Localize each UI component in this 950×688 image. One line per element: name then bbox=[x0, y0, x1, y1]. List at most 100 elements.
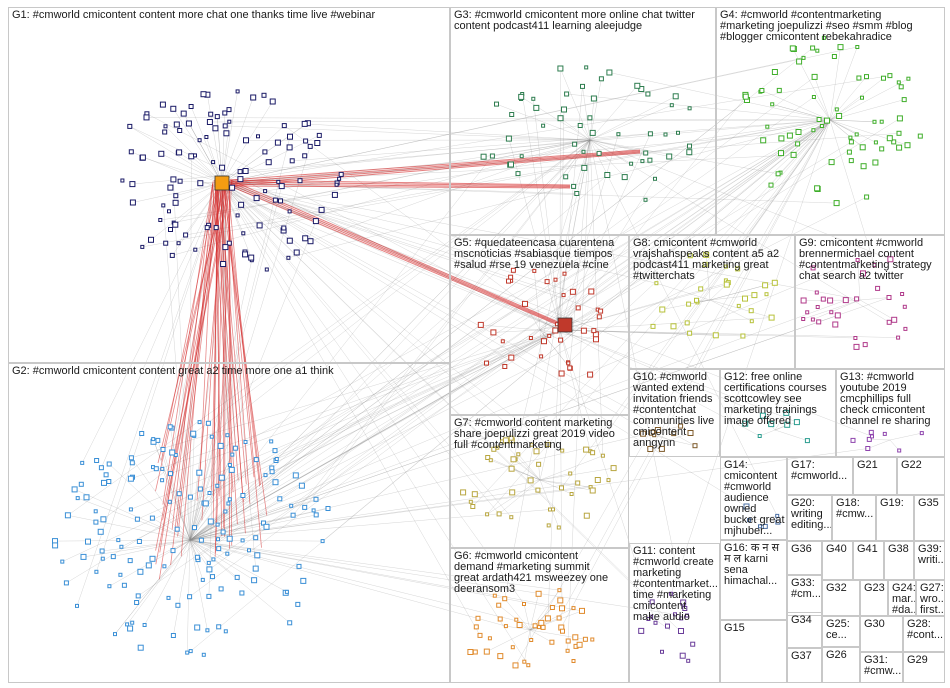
network-node bbox=[611, 466, 616, 471]
network-node bbox=[534, 105, 539, 110]
network-node bbox=[243, 169, 248, 174]
network-node bbox=[84, 495, 89, 500]
network-node bbox=[725, 265, 728, 268]
network-node bbox=[130, 182, 135, 187]
network-node bbox=[228, 120, 231, 123]
network-node bbox=[882, 76, 886, 80]
network-node bbox=[236, 90, 239, 93]
network-node bbox=[861, 271, 866, 276]
network-node bbox=[461, 490, 466, 495]
network-node bbox=[835, 108, 838, 111]
network-node bbox=[688, 254, 692, 258]
network-node bbox=[227, 502, 230, 505]
network-node bbox=[243, 252, 248, 257]
network-node bbox=[288, 621, 292, 625]
network-node bbox=[227, 108, 231, 112]
network-node bbox=[231, 453, 234, 456]
network-node bbox=[264, 190, 267, 193]
network-node bbox=[748, 519, 751, 522]
network-node bbox=[617, 133, 620, 136]
network-node bbox=[108, 585, 111, 588]
network-node bbox=[863, 343, 867, 347]
network-node bbox=[830, 311, 833, 314]
network-node bbox=[677, 131, 680, 134]
network-node bbox=[855, 133, 858, 136]
network-node bbox=[221, 530, 225, 534]
network-node bbox=[686, 614, 689, 617]
network-node bbox=[776, 514, 779, 517]
network-node bbox=[630, 162, 633, 165]
network-node bbox=[812, 129, 815, 132]
network-node bbox=[550, 640, 554, 644]
network-node bbox=[228, 498, 231, 501]
network-node bbox=[849, 159, 853, 163]
edge bbox=[190, 298, 889, 541]
network-node bbox=[510, 490, 515, 495]
edge bbox=[671, 120, 830, 594]
edge bbox=[858, 260, 860, 300]
network-node bbox=[816, 49, 819, 52]
network-node bbox=[224, 131, 229, 136]
network-node bbox=[297, 564, 301, 568]
network-node bbox=[273, 449, 277, 453]
edge bbox=[890, 433, 922, 440]
network-node bbox=[766, 125, 769, 128]
network-node bbox=[239, 202, 244, 207]
network-node bbox=[114, 633, 117, 636]
network-node bbox=[86, 539, 91, 544]
network-node bbox=[558, 589, 561, 592]
network-node bbox=[817, 320, 821, 324]
edge bbox=[590, 96, 676, 140]
edge bbox=[869, 439, 890, 440]
edge bbox=[560, 330, 787, 425]
network-node bbox=[533, 624, 537, 628]
network-node bbox=[314, 513, 318, 517]
network-node bbox=[901, 293, 904, 296]
network-node bbox=[130, 461, 134, 465]
network-node bbox=[772, 280, 777, 285]
network-node bbox=[104, 473, 108, 477]
network-node bbox=[635, 83, 640, 88]
network-node bbox=[299, 483, 304, 488]
edge bbox=[710, 300, 752, 321]
network-node bbox=[743, 296, 748, 301]
edge bbox=[246, 120, 830, 171]
network-node bbox=[188, 495, 192, 499]
edge bbox=[497, 104, 591, 140]
network-node bbox=[805, 439, 809, 443]
network-node bbox=[590, 130, 595, 135]
network-node bbox=[262, 93, 266, 97]
network-node bbox=[303, 505, 307, 509]
network-node bbox=[149, 237, 154, 242]
network-node bbox=[150, 516, 154, 520]
network-node bbox=[287, 145, 292, 150]
network-node bbox=[648, 158, 652, 162]
edge bbox=[66, 120, 830, 583]
network-node bbox=[184, 233, 188, 237]
network-node bbox=[887, 296, 891, 300]
network-node bbox=[129, 150, 133, 154]
network-node bbox=[263, 150, 267, 154]
network-node bbox=[597, 315, 601, 319]
network-node bbox=[210, 435, 213, 438]
network-node bbox=[651, 324, 655, 328]
edge bbox=[222, 183, 532, 445]
network-node bbox=[664, 133, 667, 136]
network-node bbox=[473, 650, 477, 654]
network-node bbox=[254, 536, 258, 540]
network-node bbox=[238, 170, 242, 174]
network-node bbox=[154, 467, 158, 471]
network-node bbox=[806, 311, 809, 314]
edge bbox=[127, 540, 190, 624]
network-node bbox=[469, 500, 472, 503]
network-node bbox=[288, 210, 291, 213]
network-node bbox=[897, 336, 900, 339]
network-node bbox=[141, 245, 144, 248]
network-node bbox=[566, 639, 570, 643]
network-node bbox=[287, 238, 292, 243]
network-node bbox=[558, 116, 563, 121]
network-node bbox=[244, 138, 249, 143]
network-node bbox=[801, 298, 806, 303]
edge bbox=[190, 540, 559, 590]
network-node bbox=[588, 116, 592, 120]
